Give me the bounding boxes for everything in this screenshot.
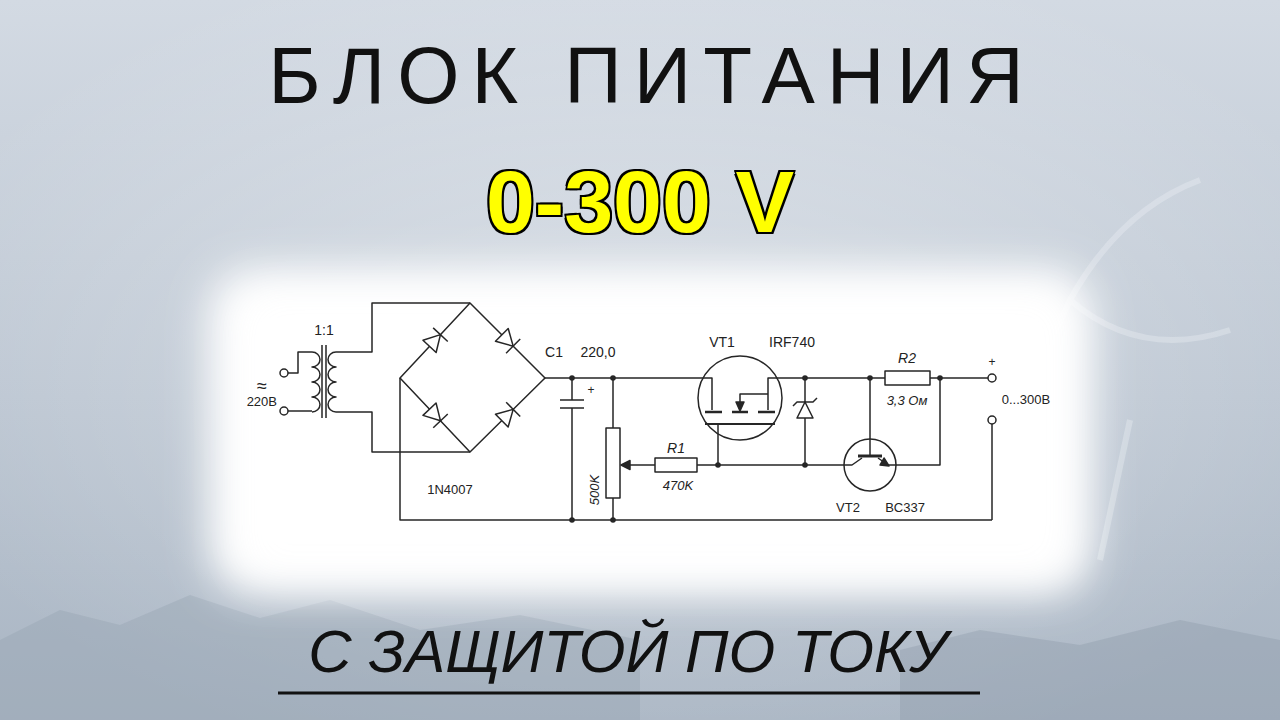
mosfet-body [740, 394, 768, 402]
caption: С ЗАЩИТОЙ ПО ТОКУ [308, 622, 947, 682]
mosfet-gate [705, 423, 775, 425]
wire [288, 352, 312, 373]
diode-symbol [495, 328, 520, 353]
emitter-wire [878, 378, 940, 465]
terminal [988, 416, 996, 424]
transformer-primary [312, 352, 320, 412]
wire [717, 424, 719, 465]
part-value: 3,3 Ом [887, 394, 928, 407]
part-name: R2 [898, 351, 916, 365]
wire [804, 378, 806, 465]
ground-rail [400, 378, 992, 520]
part-number: 1N4007 [427, 483, 473, 496]
wire [991, 424, 993, 520]
positive-rail [545, 378, 712, 410]
wiper-wire [628, 464, 655, 466]
polarity-mark: + [988, 356, 995, 368]
part-value: 470K [663, 479, 693, 492]
ratio-label: 1:1 [314, 323, 333, 337]
polarity-mark: + [587, 384, 594, 396]
zener-symbol [797, 402, 813, 418]
wire [288, 410, 312, 412]
source-wire [768, 378, 885, 410]
glow-panel [240, 290, 1070, 580]
output-label: 0...300В [1002, 393, 1050, 406]
voltage-label: 220В [247, 395, 277, 408]
transistor-outline [698, 356, 782, 440]
part-name: R1 [667, 441, 685, 455]
part-name: VT1 [709, 335, 735, 349]
part-name: VT2 [836, 501, 860, 514]
diode-symbol [422, 328, 448, 353]
part-name: C1 [545, 345, 563, 359]
terminal [988, 374, 996, 382]
emitter-arrow [880, 458, 889, 466]
part-value: 500K [588, 475, 601, 505]
zener-symbol [793, 398, 817, 406]
bridge-wires [400, 303, 545, 452]
terminal [280, 407, 288, 415]
heading: БЛОК ПИТАНИЯ [256, 36, 1036, 116]
diode-symbol [495, 402, 520, 427]
resistor-symbol [655, 458, 697, 472]
circuit [280, 303, 996, 520]
diode-symbol [422, 402, 448, 427]
voltage-range: 0-300 V [486, 158, 794, 246]
gate-wire [697, 458, 862, 465]
part-value: 220,0 [580, 345, 615, 359]
wire [336, 412, 470, 452]
part-number: IRF740 [769, 335, 815, 349]
wiper-arrow [621, 461, 630, 470]
resistor-symbol [885, 371, 930, 385]
ac-symbol: ≈ [257, 377, 267, 395]
glow-panel [210, 272, 1090, 590]
junction-dots [569, 375, 943, 523]
part-number: BC337 [885, 501, 925, 514]
potentiometer-symbol [606, 428, 620, 498]
wire [336, 303, 470, 352]
caption-underline [278, 692, 980, 695]
capacitor-symbol [560, 378, 584, 520]
mountains [900, 620, 1280, 720]
mosfet-arrow [736, 402, 744, 411]
transformer-core [322, 345, 326, 418]
terminal [280, 369, 288, 377]
transformer-secondary [328, 352, 336, 412]
wire [869, 378, 871, 456]
